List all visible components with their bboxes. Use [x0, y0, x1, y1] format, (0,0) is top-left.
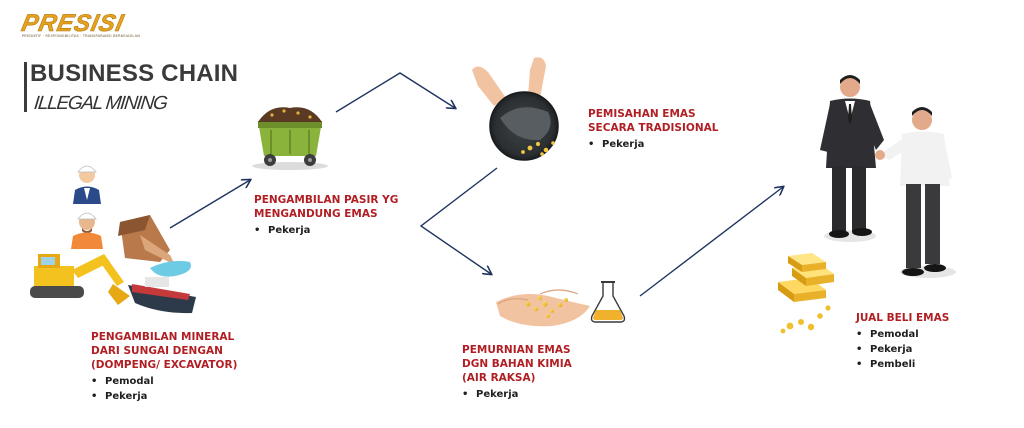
role-item: Pekerja: [588, 137, 758, 152]
stage-label-line: (AIR RAKSA): [462, 372, 536, 384]
title-accent-bar: [24, 62, 27, 112]
arrow-stage4-to-stage5: [639, 187, 783, 297]
logo-tagline: PREDIKTIF · RESPONSIBILITAS · TRANSPARAN…: [22, 34, 140, 38]
stage-pengambilan-mineral: PENGAMBILAN MINERAL DARI SUNGAI DENGAN (…: [91, 330, 271, 404]
stage-label-line: PENGAMBILAN MINERAL: [91, 331, 235, 343]
engineer-worker-icon: [73, 165, 101, 204]
role-item: Pemodal: [91, 374, 271, 389]
stage-roles-list: Pekerja: [588, 137, 758, 152]
diagram-title: BUSINESS CHAIN: [30, 60, 239, 87]
role-item: Pembeli: [856, 357, 1006, 372]
gold-panning-icon: [472, 57, 559, 161]
role-item: Pekerja: [856, 342, 1006, 357]
arrow-stage3-to-stage4: [419, 167, 498, 274]
stage-label-line: DGN BAHAN KIMIA: [462, 358, 572, 370]
stage-label-line: PEMISAHAN EMAS: [588, 108, 696, 120]
stage-label-line: DARI SUNGAI DENGAN: [91, 345, 223, 357]
excavator-river-dredging-icon: [30, 165, 196, 314]
handshake-gold-bars-icon: [778, 75, 956, 334]
stage-jual-beli-emas: JUAL BELI EMAS Pemodal Pekerja Pembeli: [856, 311, 1006, 372]
stage-label-line: MENGANDUNG EMAS: [254, 208, 378, 220]
stage-label-line: PENGAMBILAN PASIR YG: [254, 194, 399, 206]
role-item: Pemodal: [856, 327, 1006, 342]
miner-worker-icon: [71, 212, 103, 249]
stage-pemurnian-emas: PEMURNIAN EMAS DGN BAHAN KIMIA (AIR RAKS…: [462, 343, 632, 402]
role-item: Pekerja: [254, 223, 424, 238]
stage-roles-list: Pekerja: [462, 387, 632, 402]
businessman-figure-icon: [820, 75, 884, 238]
stage-label-line: PEMURNIAN EMAS: [462, 344, 571, 356]
stage-label-line: JUAL BELI EMAS: [856, 312, 950, 324]
buyer-figure-icon: [880, 107, 952, 276]
stage-roles-list: Pekerja: [254, 223, 424, 238]
stage-label-line: (DOMPENG/ EXCAVATOR): [91, 359, 238, 371]
stage-roles-list: Pemodal Pekerja: [91, 374, 271, 404]
gold-bars-icon: [778, 253, 834, 334]
mine-cart-icon: [252, 107, 328, 170]
stage-label-line: SECARA TRADISIONAL: [588, 122, 719, 134]
arrow-stage2-to-stage3: [335, 72, 455, 113]
stage-pengambilan-pasir: PENGAMBILAN PASIR YG MENGANDUNG EMAS Pek…: [254, 193, 424, 238]
gold-hands-flask-icon: [496, 281, 626, 327]
arrow-stage1-to-stage2: [169, 180, 250, 229]
stage-roles-list: Pemodal Pekerja Pembeli: [856, 327, 1006, 372]
stage-pemisahan-emas: PEMISAHAN EMAS SECARA TRADISIONAL Pekerj…: [588, 107, 758, 152]
role-item: Pekerja: [91, 389, 271, 404]
role-item: Pekerja: [462, 387, 632, 402]
